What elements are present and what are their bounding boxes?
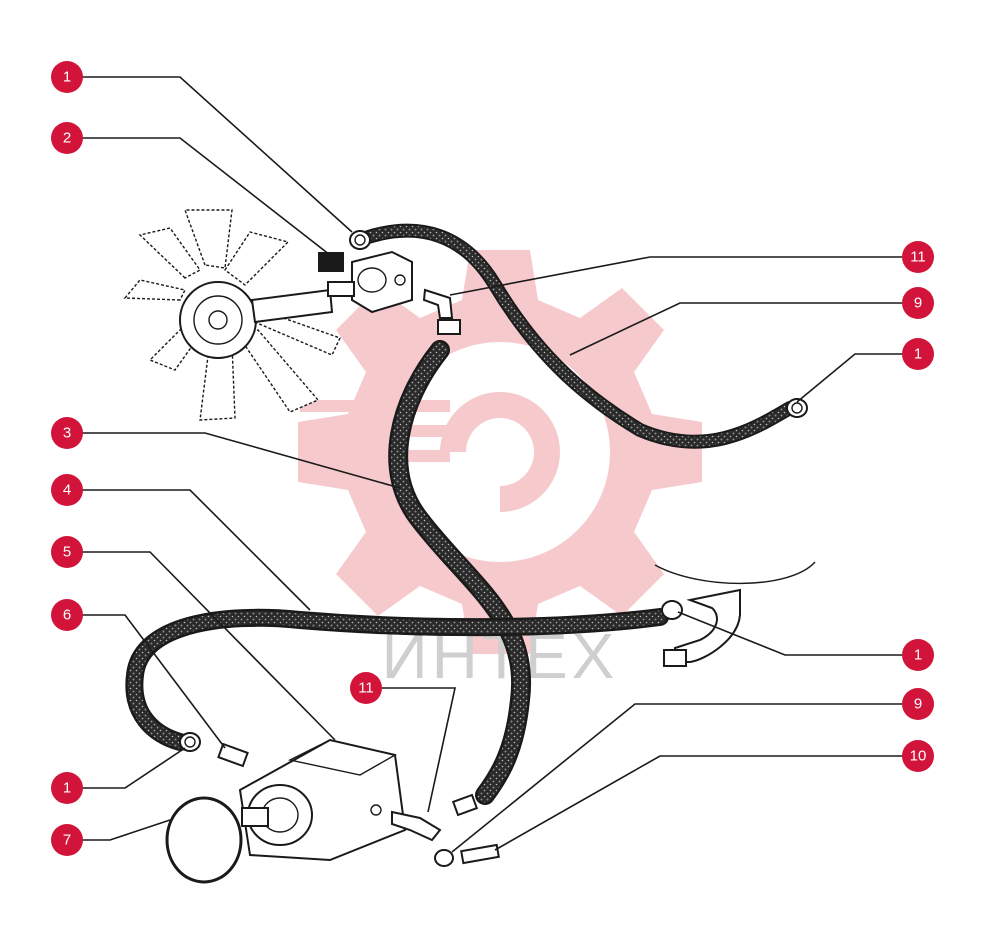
callout-1-reservoir: 1: [902, 639, 934, 671]
svg-text:2: 2: [63, 130, 71, 147]
svg-text:3: 3: [63, 425, 71, 442]
svg-text:6: 6: [63, 607, 71, 624]
reservoir: [654, 561, 816, 667]
gear-pump: [238, 738, 407, 862]
svg-text:1: 1: [914, 346, 922, 363]
callout-9-top: 9: [902, 287, 934, 319]
hose-4: [125, 608, 669, 751]
svg-text:9: 9: [914, 295, 922, 312]
svg-text:1: 1: [63, 69, 71, 86]
callout-2: 2: [51, 122, 83, 154]
callout-11-top: 11: [902, 241, 934, 273]
svg-text:10: 10: [910, 748, 927, 765]
clamp-left: [179, 732, 201, 752]
clamp-right: [786, 398, 808, 418]
svg-text:4: 4: [63, 482, 71, 499]
cooling-fan: [123, 209, 341, 421]
straight-fitting: [217, 742, 249, 768]
svg-text:1: 1: [63, 780, 71, 797]
svg-text:11: 11: [910, 249, 926, 266]
svg-text:9: 9: [914, 696, 922, 713]
clamp-top: [349, 230, 371, 250]
hose-9-upper: [358, 223, 797, 449]
callout-6: 6: [51, 599, 83, 631]
elbow-fitting-top: [422, 288, 461, 335]
callout-1-right: 1: [902, 338, 934, 370]
callout-1-top: 1: [51, 61, 83, 93]
o-ring: [165, 796, 243, 884]
callout-10: 10: [902, 740, 934, 772]
callout-9-bottom: 9: [902, 688, 934, 720]
washer-and-bolt: [434, 843, 500, 867]
svg-text:11: 11: [358, 680, 374, 697]
callout-11-bottom: 11: [350, 672, 382, 704]
hydraulic-motor: [318, 250, 413, 314]
hose-3: [388, 340, 532, 805]
leader-lines: [80, 76, 903, 853]
callout-4: 4: [51, 474, 83, 506]
callout-7: 7: [51, 824, 83, 856]
svg-text:7: 7: [63, 832, 71, 849]
svg-text:5: 5: [63, 544, 71, 561]
callout-1-left: 1: [51, 772, 83, 804]
elbow-fitting-bottom: [391, 793, 479, 842]
callout-3: 3: [51, 417, 83, 449]
svg-text:1: 1: [914, 647, 922, 664]
callout-5: 5: [51, 536, 83, 568]
